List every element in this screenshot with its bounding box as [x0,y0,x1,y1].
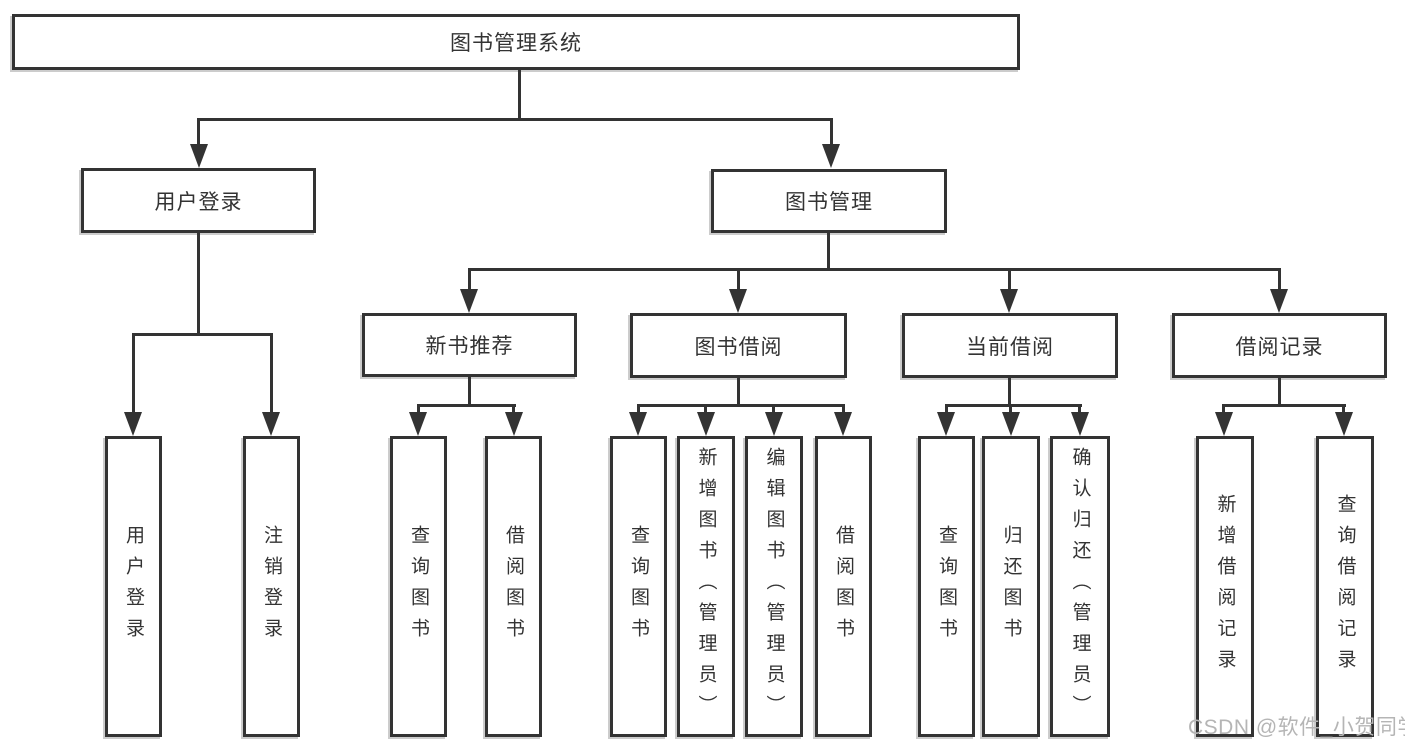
arrowhead-down-icon [1071,412,1089,436]
arrowhead-down-icon [505,412,523,436]
connector-line [737,268,740,292]
node-current-borrow: 当前借阅 [902,313,1118,378]
connector-line [1278,377,1281,407]
leaf-return-book-label: 归还图书 [1000,524,1022,649]
leaf-borrow-book: 借阅图书 [815,436,872,737]
node-book-borrow: 图书借阅 [630,313,847,378]
arrowhead-down-icon [262,412,280,436]
arrowhead-down-icon [1335,412,1353,436]
node-borrow-record-label: 借阅记录 [1235,335,1324,359]
leaf-query-borrow-record: 查询借阅记录 [1316,436,1374,737]
connector-line [945,404,1082,407]
connector-line [197,233,200,336]
arrowhead-down-icon [460,289,478,313]
leaf-add-book-admin-label: 新增图书（管理员） [695,447,717,726]
node-user-login-label: 用户登录 [154,190,243,214]
leaf-user-login-label: 用户登录 [123,524,144,649]
arrowhead-down-icon [729,289,747,313]
leaf-confirm-return-admin-label: 确认归还（管理员） [1069,447,1091,726]
connector-line [827,233,830,270]
leaf-borrow-book-recommend-label: 借阅图书 [503,524,524,649]
node-root: 图书管理系统 [12,14,1020,70]
leaf-query-book-current: 查询图书 [918,436,975,737]
connector-line [518,70,521,118]
leaf-logout-label: 注销登录 [261,524,282,649]
connector-line [1222,404,1225,414]
connector-line [842,404,845,414]
node-new-book-recommend: 新书推荐 [362,313,577,377]
arrowhead-down-icon [822,144,840,168]
connector-line [1008,268,1011,292]
connector-line [704,404,707,414]
node-user-login: 用户登录 [81,168,316,233]
csdn-watermark: CSDN @软件_小贺同学 [1188,716,1405,739]
leaf-user-login: 用户登录 [105,436,162,737]
connector-line [1009,404,1012,414]
connector-line [197,118,833,121]
node-book-management: 图书管理 [711,169,947,233]
node-new-book-recommend-label: 新书推荐 [425,335,514,358]
connector-line [270,333,273,413]
leaf-edit-book-admin: 编辑图书（管理员） [745,436,803,737]
connector-line [417,404,420,414]
arrowhead-down-icon [1270,289,1288,313]
node-root-label: 图书管理系统 [450,32,582,55]
leaf-logout: 注销登录 [243,436,300,737]
arrowhead-down-icon [1000,289,1018,313]
leaf-query-borrow-record-label: 查询借阅记录 [1334,493,1356,680]
arrowhead-down-icon [124,412,142,436]
leaf-query-book-current-label: 查询图书 [936,524,957,649]
node-book-borrow-label: 图书借阅 [694,335,783,359]
arrowhead-down-icon [765,412,783,436]
arrowhead-down-icon [937,412,955,436]
connector-line [945,404,948,414]
leaf-borrow-book-label: 借阅图书 [833,524,854,649]
leaf-query-book-recommend: 查询图书 [390,436,447,737]
leaf-return-book: 归还图书 [982,436,1040,737]
leaf-query-book-recommend-label: 查询图书 [408,524,429,649]
leaf-query-book-borrow: 查询图书 [610,436,667,737]
leaf-confirm-return-admin: 确认归还（管理员） [1050,436,1110,737]
leaf-add-borrow-record: 新增借阅记录 [1196,436,1254,737]
connector-line [1342,404,1345,414]
node-current-borrow-label: 当前借阅 [966,335,1054,359]
connector-line [512,404,515,414]
connector-line [772,404,775,414]
arrowhead-down-icon [190,144,208,168]
arrowhead-down-icon [629,412,647,436]
connector-line [637,404,640,414]
arrowhead-down-icon [1215,412,1233,436]
connector-line [830,118,833,146]
leaf-query-book-borrow-label: 查询图书 [628,524,649,649]
arrowhead-down-icon [1002,412,1020,436]
connector-line [132,333,273,336]
arrowhead-down-icon [409,412,427,436]
leaf-add-borrow-record-label: 新增借阅记录 [1214,493,1236,680]
connector-line [1078,404,1081,414]
connector-line [197,118,200,146]
connector-line [1222,404,1346,407]
connector-line [468,268,471,292]
connector-line [1008,377,1011,407]
arrowhead-down-icon [697,412,715,436]
leaf-edit-book-admin-label: 编辑图书（管理员） [763,447,785,726]
connector-line [468,377,471,407]
connector-line [737,377,740,407]
leaf-add-book-admin: 新增图书（管理员） [677,436,735,737]
connector-line [637,404,845,407]
connector-line [417,404,516,407]
leaf-borrow-book-recommend: 借阅图书 [485,436,542,737]
connector-line [1278,268,1281,292]
connector-line [132,333,135,413]
node-book-management-label: 图书管理 [785,191,873,214]
node-borrow-record: 借阅记录 [1172,313,1387,378]
connector-line [468,268,1281,271]
arrowhead-down-icon [834,412,852,436]
